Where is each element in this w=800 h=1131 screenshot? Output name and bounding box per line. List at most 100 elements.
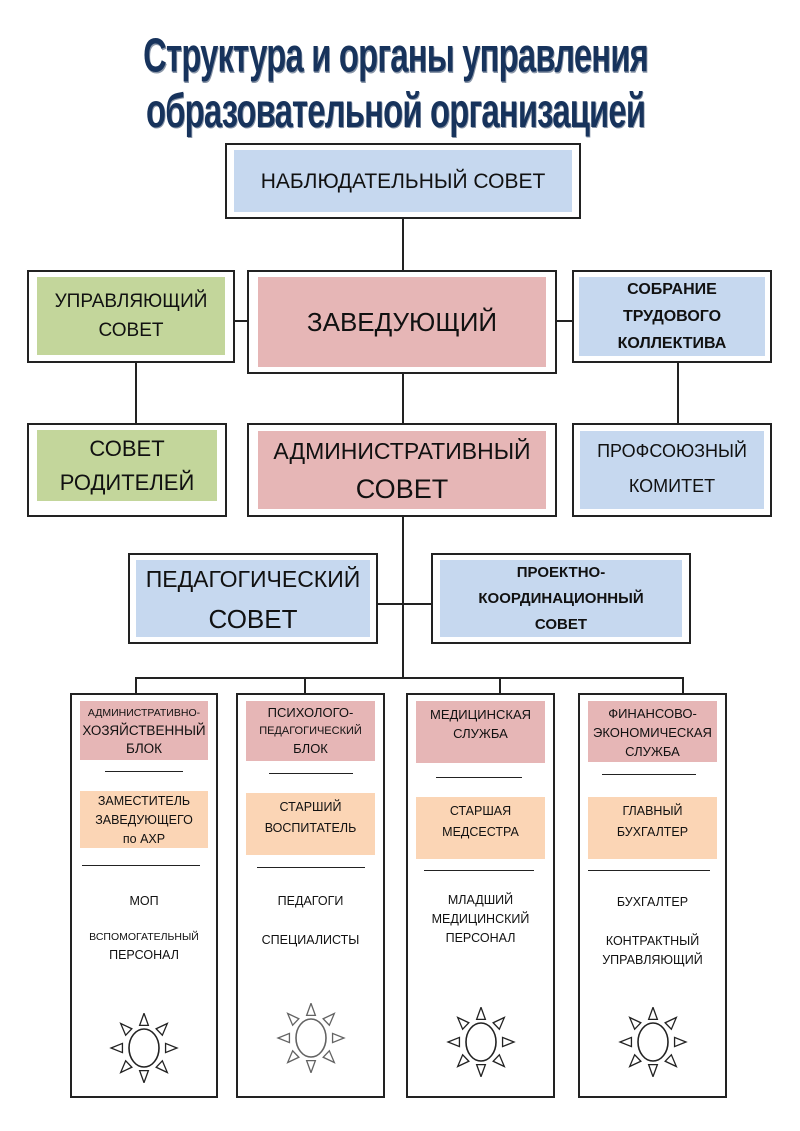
column-header-line3: СЛУЖБА [625, 744, 680, 759]
separator-line [602, 774, 696, 775]
sun-ray [491, 1053, 506, 1068]
sun-ray [109, 1042, 124, 1054]
labor-meeting-label-line2: ТРУДОВОГО [622, 308, 722, 325]
connector-line [377, 603, 431, 605]
connector-line [135, 362, 137, 424]
separator-line [436, 777, 522, 778]
head-node[interactable]: ЗАВЕДУЮЩИЙ [247, 270, 557, 374]
connector-line [234, 320, 248, 322]
column-header-line2: ПЕДАГОГИЧЕСКИЙ [259, 725, 362, 737]
labor-meeting-node[interactable]: СОБРАНИЕ ТРУДОВОГО КОЛЛЕКТИВА [572, 270, 772, 363]
column-header-line1: ФИНАНСОВО- [608, 706, 697, 721]
staff-item: ПЕРСОНАЛ [445, 931, 516, 945]
connector-line [682, 677, 684, 694]
sun-body [636, 1022, 669, 1062]
column-header: ФИНАНСОВО- ЭКОНОМИЧЕСКАЯ СЛУЖБА [588, 701, 717, 762]
staff-item: ВСПОМОГАТЕЛЬНЫЙ [89, 931, 199, 943]
sun-ray [138, 1013, 150, 1027]
managing-board-label-line1: УПРАВЛЯЮЩИЙ [54, 291, 208, 312]
labor-meeting-label-line3: КОЛЛЕКТИВА [617, 335, 727, 352]
medical-service-column[interactable]: МЕДИЦИНСКАЯ СЛУЖБА СТАРШАЯ МЕДСЕСТРА МЛА… [406, 693, 555, 1098]
admin-council-label-line1: АДМИНИСТРАТИВНЫЙ [273, 438, 531, 464]
connector-line [556, 320, 573, 322]
column-leader-line2: БУХГАЛТЕР [616, 825, 689, 839]
column-leader-line1: СТАРШАЯ [449, 804, 512, 818]
sun-ray [285, 1049, 300, 1064]
sun-ray [475, 1007, 486, 1021]
parents-council-label-line2: РОДИТЕЛЕЙ [59, 469, 195, 495]
sun-body [294, 1018, 327, 1058]
sun-body [464, 1022, 497, 1062]
column-header-line1: МЕДИЦИНСКАЯ [429, 707, 532, 722]
column-leader-line2: ВОСПИТАТЕЛЬ [264, 821, 357, 835]
sun-ray [305, 1003, 316, 1017]
sun-ray [164, 1042, 179, 1054]
sun-ray [455, 1016, 470, 1031]
staff-item: ПЕДАГОГИ [277, 894, 344, 908]
column-leader: ГЛАВНЫЙ БУХГАЛТЕР [588, 797, 717, 859]
separator-line [269, 773, 353, 774]
column-header-line1: АДМИНИСТРАТИВНО- [87, 707, 201, 719]
sun-icon [275, 1003, 346, 1073]
sun-ray [627, 1016, 642, 1031]
supervisory-board-node[interactable]: НАБЛЮДАТЕЛЬНЫЙ СОВЕТ [225, 143, 581, 219]
staff-item: ПЕРСОНАЛ [109, 948, 179, 962]
sun-icon [445, 1007, 516, 1077]
column-header-line2: ХОЗЯЙСТВЕННЫЙ [82, 723, 206, 738]
supervisory-board-label: НАБЛЮДАТЕЛЬНЫЙ СОВЕТ [260, 169, 546, 193]
sun-ray [455, 1053, 470, 1068]
connector-line [402, 218, 404, 272]
trade-union-label-line2: КОМИТЕТ [628, 476, 716, 496]
separator-line [105, 771, 183, 772]
column-header-line2: ЭКОНОМИЧЕСКАЯ [593, 725, 712, 740]
admin-council-label-line2: СОВЕТ [355, 474, 449, 504]
trade-union-node[interactable]: ПРОФСОЮЗНЫЙ КОМИТЕТ [572, 423, 772, 517]
page-title: Структура и органы управления образовате… [143, 28, 649, 138]
finance-service-column[interactable]: ФИНАНСОВО- ЭКОНОМИЧЕСКАЯ СЛУЖБА ГЛАВНЫЙ … [578, 693, 727, 1098]
project-council-label-line2: КООРДИНАЦИОННЫЙ [478, 589, 644, 607]
sun-ray [331, 1032, 346, 1044]
managing-board-node[interactable]: УПРАВЛЯЮЩИЙ СОВЕТ [27, 270, 235, 363]
separator-line [82, 865, 200, 866]
column-header: МЕДИЦИНСКАЯ СЛУЖБА [416, 701, 545, 763]
parents-council-node[interactable]: СОВЕТ РОДИТЕЛЕЙ [27, 423, 227, 517]
column-leader-line1: ЗАМЕСТИТЕЛЬ [97, 794, 191, 808]
connector-line [304, 677, 306, 694]
pedagogical-council-node[interactable]: ПЕДАГОГИЧЕСКИЙ СОВЕТ [128, 553, 378, 644]
column-header-line2: СЛУЖБА [453, 726, 508, 741]
connector-line [402, 516, 404, 678]
column-leader-line2: ЗАВЕДУЮЩЕГО [95, 813, 193, 827]
sun-ray [491, 1016, 506, 1031]
sun-ray [305, 1059, 316, 1073]
connector-line [135, 677, 137, 694]
sun-ray [673, 1036, 688, 1048]
staff-item: УПРАВЛЯЮЩИЙ [602, 953, 703, 967]
trade-union-label-line1: ПРОФСОЮЗНЫЙ [597, 441, 747, 461]
column-header-line3: БЛОК [293, 741, 328, 756]
sun-ray [138, 1069, 150, 1083]
staff-item: МЛАДШИЙ [447, 893, 514, 907]
managing-board-label-line2: СОВЕТ [98, 320, 164, 341]
separator-line [257, 867, 365, 868]
admin-economic-block-column[interactable]: АДМИНИСТРАТИВНО- ХОЗЯЙСТВЕННЫЙ БЛОК ЗАМЕ… [70, 693, 218, 1098]
labor-meeting-label-line1: СОБРАНИЕ [627, 281, 717, 298]
project-council-label-line1: ПРОЕКТНО- [516, 563, 606, 581]
sun-ray [501, 1036, 516, 1048]
psych-pedagogical-block-column[interactable]: ПСИХОЛОГО- ПЕДАГОГИЧЕСКИЙ БЛОК СТАРШИЙ В… [236, 693, 385, 1098]
staff-item: МОП [129, 894, 159, 908]
staff-item: СПЕЦИАЛИСТЫ [261, 933, 360, 947]
connector-line [402, 373, 404, 424]
admin-council-node[interactable]: АДМИНИСТРАТИВНЫЙ СОВЕТ [247, 423, 557, 517]
sun-ray [617, 1036, 632, 1048]
sun-ray [285, 1012, 300, 1027]
sun-ray [627, 1053, 642, 1068]
sun-ray [155, 1059, 169, 1074]
sun-ray [275, 1032, 290, 1044]
project-council-node[interactable]: ПРОЕКТНО- КООРДИНАЦИОННЫЙ СОВЕТ [431, 553, 691, 644]
sun-body [128, 1028, 160, 1068]
sun-ray [155, 1022, 169, 1037]
separator-line [588, 870, 710, 871]
column-leader-line1: СТАРШИЙ [279, 800, 342, 814]
sun-ray [663, 1016, 678, 1031]
sun-icon [109, 1013, 179, 1083]
